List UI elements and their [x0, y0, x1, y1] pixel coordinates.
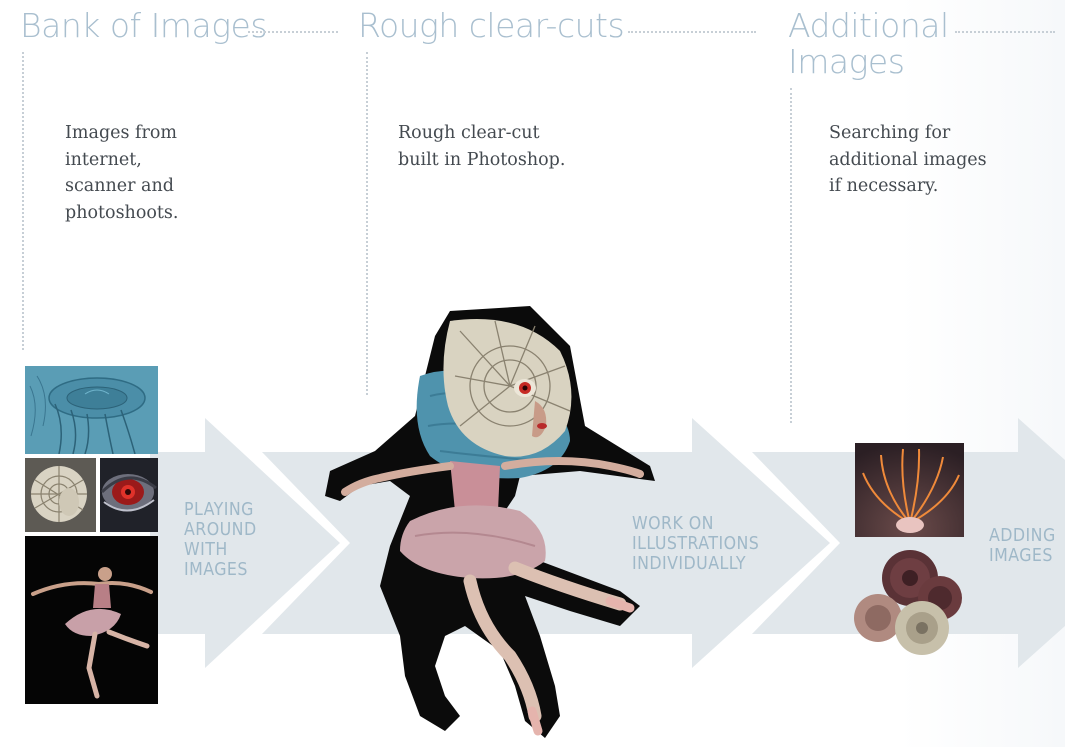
step-label-line: IMAGES — [184, 560, 257, 580]
step-label-playing: PLAYING AROUND WITH IMAGES — [184, 500, 257, 580]
dried-flowers — [850, 548, 968, 658]
description-line: scanner and — [65, 173, 178, 200]
section-description-additional: Searching for additional images if neces… — [829, 120, 987, 200]
section-title-bank: Bank of Images — [20, 8, 267, 44]
dotted-guide-1 — [22, 52, 24, 350]
title-dotted-rule — [955, 31, 1055, 33]
orange-sea-creature — [855, 443, 964, 537]
description-line: Searching for — [829, 120, 987, 147]
title-line: Images — [788, 44, 949, 80]
section-description-bank: Images from internet, scanner and photos… — [65, 120, 178, 226]
step-label-line: ADDING — [989, 526, 1056, 546]
title-dotted-rule — [248, 31, 338, 33]
ballerina-drawing — [25, 536, 158, 704]
lace-mask-drawing — [25, 458, 96, 532]
collage-figure — [320, 306, 660, 744]
step-label-line: IMAGES — [989, 546, 1056, 566]
jellyfish-drawing — [25, 366, 158, 454]
description-line: Rough clear-cut — [398, 120, 565, 147]
ballerina-photo — [25, 536, 158, 704]
step-label-adding: ADDING IMAGES — [989, 526, 1056, 566]
description-line: built in Photoshop. — [398, 147, 565, 174]
section-title-clearcuts: Rough clear-cuts — [358, 8, 624, 44]
red-eye-closeup — [100, 458, 158, 532]
dotted-guide-3 — [790, 88, 792, 423]
title-dotted-rule — [628, 31, 756, 33]
description-line: additional images — [829, 147, 987, 174]
description-line: Images from — [65, 120, 178, 147]
section-title-additional: Additional Images — [788, 8, 949, 80]
description-line: internet, — [65, 147, 178, 174]
step-label-line: WORK ON — [632, 514, 759, 534]
step-label-work: WORK ON ILLUSTRATIONS INDIVIDUALLY — [632, 514, 759, 574]
step-label-line: PLAYING — [184, 500, 257, 520]
section-description-clearcuts: Rough clear-cut built in Photoshop. — [398, 120, 565, 173]
sea-creature-drawing — [855, 443, 964, 537]
description-line: photoshoots. — [65, 200, 178, 227]
lace-mask-photo — [25, 458, 96, 532]
step-label-line: INDIVIDUALLY — [632, 554, 759, 574]
red-eye-drawing — [100, 458, 158, 532]
description-line: if necessary. — [829, 173, 987, 200]
step-label-line: AROUND — [184, 520, 257, 540]
jellyfish-illustration — [25, 366, 158, 454]
step-label-line: WITH — [184, 540, 257, 560]
title-line: Additional — [788, 8, 949, 44]
step-label-line: ILLUSTRATIONS — [632, 534, 759, 554]
